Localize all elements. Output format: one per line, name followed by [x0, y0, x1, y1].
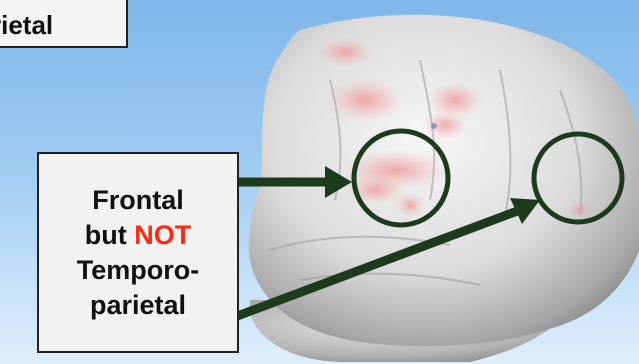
title-text: rietal: [0, 12, 53, 38]
title-box: rietal: [0, 0, 128, 48]
label-line-but-not: but NOT: [85, 218, 191, 253]
label-not-highlight: NOT: [134, 220, 191, 250]
label-box: Frontal but NOT Temporo- parietal: [37, 152, 239, 353]
label-line-parietal: parietal: [90, 288, 186, 323]
label-line-frontal: Frontal: [92, 183, 184, 218]
blue-speck: [431, 123, 437, 129]
label-line-temporo: Temporo-: [77, 253, 200, 288]
label-but-prefix: but: [85, 220, 134, 250]
